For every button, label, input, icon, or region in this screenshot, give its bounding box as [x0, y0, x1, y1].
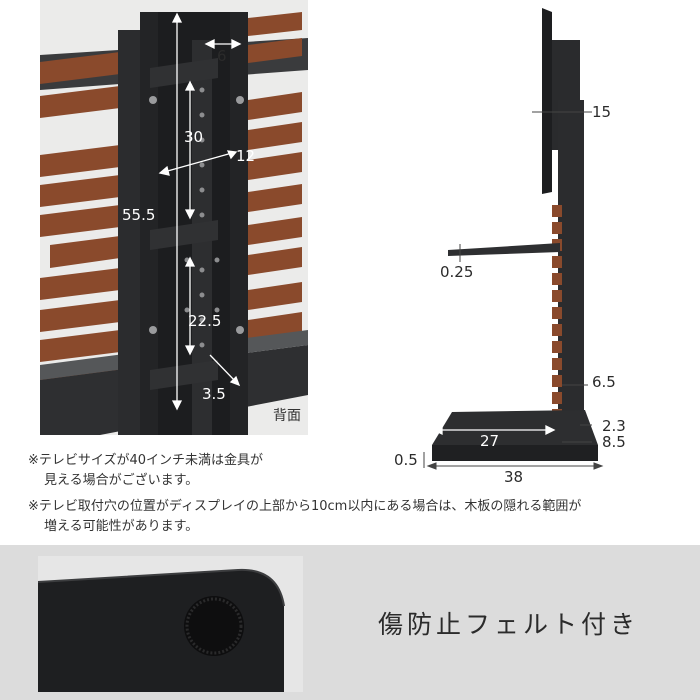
dimension-label-12: 12: [236, 147, 256, 165]
back-view-caption: 背面: [273, 408, 301, 424]
dimension-label-3-5: 3.5: [202, 385, 226, 403]
dimension-label-6-5: 6.5: [592, 373, 616, 391]
side-view-illustration: [423, 8, 604, 470]
dimension-label-22-5: 22.5: [188, 312, 222, 330]
dimension-label-30: 30: [184, 128, 204, 146]
note-mount-hole-line-1: ※テレビ取付穴の位置がディスプレイの上部から10cm以内にある場合は、木板の隠れ…: [28, 499, 582, 514]
dimension-label-27: 27: [480, 432, 500, 450]
dimension-label-55-5: 55.5: [122, 206, 156, 224]
felt-pad-illustration: [38, 556, 303, 692]
back-view-illustration: [40, 0, 308, 435]
dimension-label-0-25: 0.25: [440, 263, 474, 281]
felt-pad-icon: [184, 596, 244, 656]
note-mount-hole-line-2: 増える可能性があります。: [44, 519, 199, 534]
dimension-label-0-5: 0.5: [394, 451, 418, 469]
back-view-photo: 6 30 12 55.5 22.5 3.5 背面: [40, 0, 308, 435]
dimension-label-15: 15: [592, 103, 612, 121]
note-tv-size-line-1: ※テレビサイズが40インチ未満は金具が: [28, 453, 264, 468]
side-view-diagram: 15 0.25 6.5 2.3 8.5 27 0.5 38: [380, 0, 700, 486]
dimension-label-2-3: 2.3: [602, 417, 626, 435]
note-tv-size-line-2: 見える場合がございます。: [44, 473, 199, 488]
felt-caption: 傷防止フェルト付き: [378, 610, 640, 639]
dimension-label-8-5: 8.5: [602, 433, 626, 451]
dimension-label-6: 6: [217, 47, 227, 65]
dimension-label-38: 38: [504, 468, 524, 486]
felt-pad-photo: [38, 556, 303, 692]
